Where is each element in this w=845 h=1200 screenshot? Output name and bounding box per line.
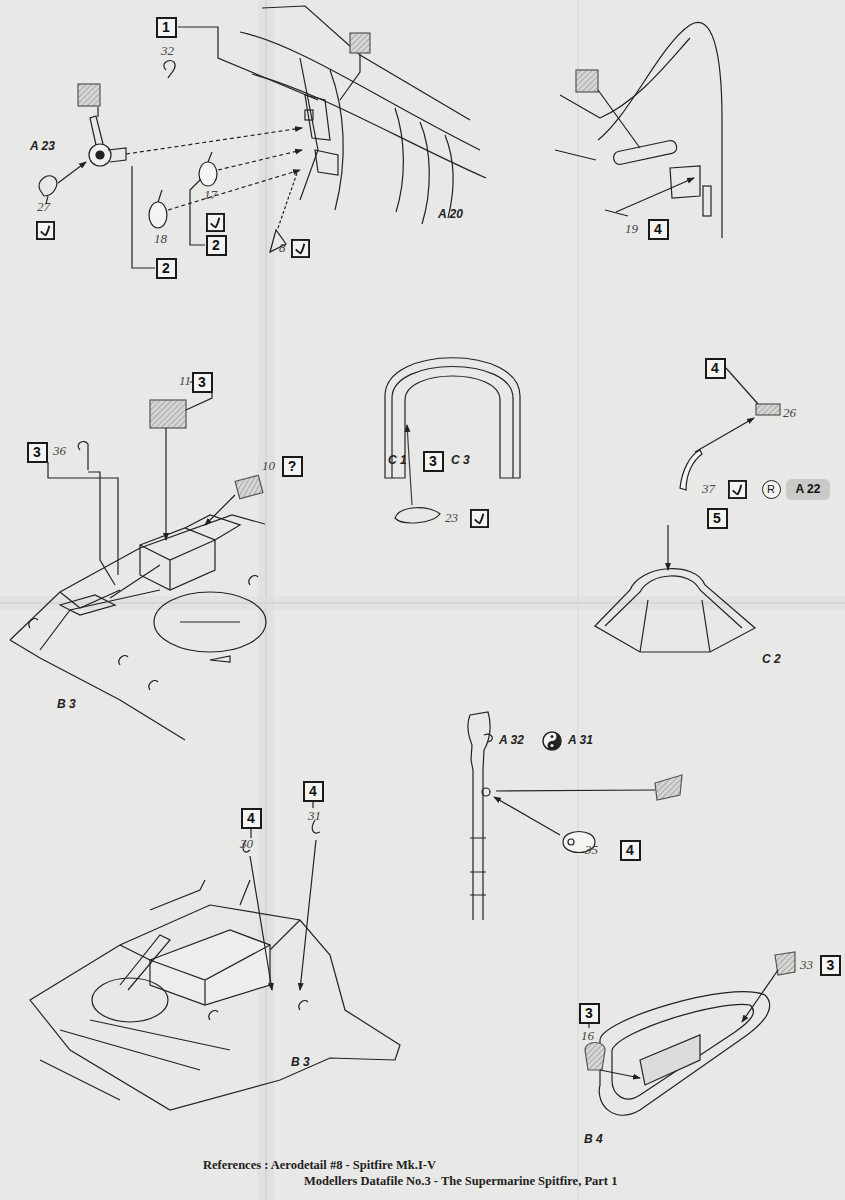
part-ref: A 32 [499,733,524,747]
step-number: 4 [303,781,324,802]
part-ref: C 1 [388,453,407,467]
box-text: 4 [654,221,662,237]
part-number: 19 [625,221,638,237]
step-number: 3 [423,451,444,472]
part-number: 32 [161,43,174,59]
part-ref: B 4 [584,1132,603,1146]
box-text: A 22 [796,482,821,496]
step-number: 3 [27,442,48,463]
part-number: 36 [53,443,66,459]
part-number: 23 [445,510,458,526]
box-text: 1 [162,19,170,35]
reference-note: Modellers Datafile No.3 - The Supermarin… [304,1174,617,1189]
part-number: 8 [279,240,286,256]
box-text: 4 [711,360,719,376]
step-number: 4 [705,358,726,379]
box-text: 2 [212,237,220,253]
box-text: 4 [309,783,317,799]
part-ref: A 20 [438,207,463,221]
box-text: 2 [162,260,170,276]
part-ref: C 2 [762,652,781,666]
box-text: 3 [33,444,41,460]
step-number: 2 [206,235,227,256]
part-number: 26 [783,405,796,421]
step-number: 4 [648,219,669,240]
step-number: ? [282,456,303,477]
step-number: 3 [192,372,213,393]
part-number: 18 [154,231,167,247]
part-ref-box: A 22 [786,479,830,500]
part-number: 17 [204,187,217,203]
part-ref: C 3 [451,453,470,467]
part-ref: B 3 [291,1055,310,1069]
part-number: 27 [37,199,50,215]
part-number: 10 [262,458,275,474]
part-ref: B 3 [57,697,76,711]
part-number: 16 [581,1028,594,1044]
reference-note: References : Aerodetail #8 - Spitfire Mk… [203,1158,436,1173]
symbol-circle: R [762,480,781,499]
step-number: 3 [579,1003,600,1024]
box-text: 3 [429,453,437,469]
box-text: 4 [626,842,634,858]
part-number: 33 [800,957,813,973]
part-number: 11 [179,373,191,389]
box-text: 3 [827,957,835,973]
step-number: 3 [820,955,841,976]
step-number: 4 [241,808,262,829]
step-number: 2 [156,258,177,279]
step-number: 4 [620,840,641,861]
part-ref: A 23 [30,139,55,153]
part-ref: A 31 [568,733,593,747]
step-number: 5 [707,508,728,529]
part-number: 31 [308,808,321,824]
box-text: 4 [247,810,255,826]
part-number: 37 [702,481,715,497]
box-text: 3 [198,374,206,390]
box-text: 5 [713,510,721,526]
part-number: 30 [240,836,253,852]
box-text: ? [288,458,297,474]
box-text: 3 [585,1005,593,1021]
box-text: R [767,483,775,495]
step-number: 1 [156,17,177,38]
part-number: 35 [585,842,598,858]
